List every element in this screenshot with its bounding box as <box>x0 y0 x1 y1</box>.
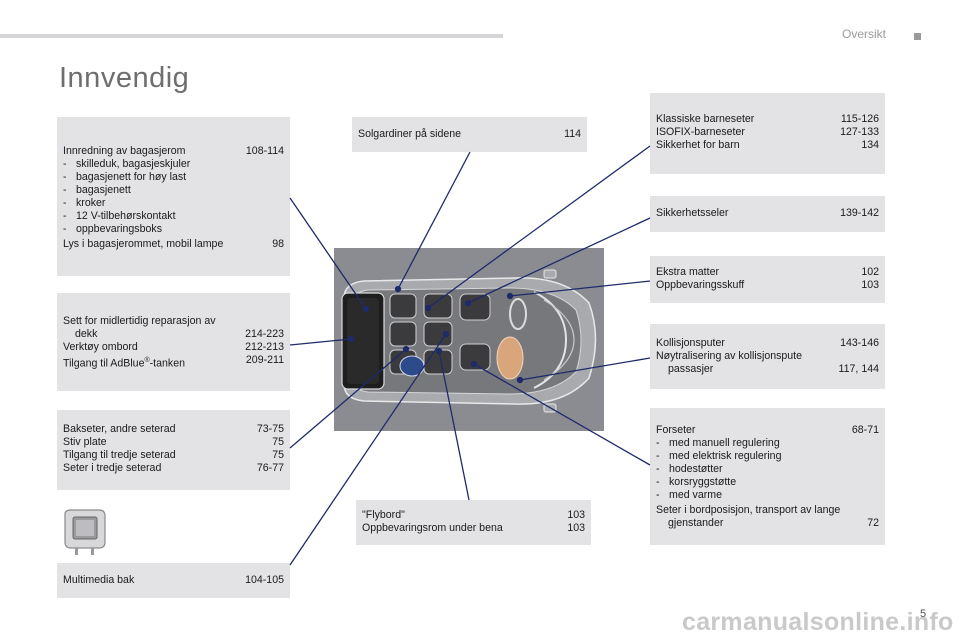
bordposisjon-label-cont: gjenstander <box>668 517 724 529</box>
tredje-seter-pages: 76-77 <box>256 462 284 474</box>
page-number: 5 <box>920 608 927 620</box>
box-matter: Ekstra matter 102 Oppbevaringsskuff 103 <box>650 256 885 303</box>
section-marker <box>914 33 921 40</box>
page-title: Innvendig <box>59 62 190 94</box>
adblue-label: Tilgang til AdBlue®-tanken <box>63 357 185 370</box>
isofix-pages: 127-133 <box>840 126 879 138</box>
flybord-label: "Flybord" <box>362 509 405 521</box>
box-barneseter: Klassiske barneseter 115-126 ISOFIX-barne… <box>650 93 885 174</box>
bagasje-item: skilleduk, bagasjeskjuler <box>76 158 191 170</box>
tredje-seter-label: Seter i tredje seterad <box>63 462 162 474</box>
bagasje-footer-pages: 98 <box>272 238 284 250</box>
kollisjonsputer-pages: 143-146 <box>840 337 879 349</box>
box-flybord: "Flybord" 103 Oppbevaringsrom under bena 1… <box>356 500 591 545</box>
bagasje-pages: 108-114 <box>245 145 284 157</box>
tredje-tilgang-pages: 75 <box>272 449 284 461</box>
sikkerhet-barn-label: Sikkerhet for barn <box>656 139 740 151</box>
bakseter-label: Bakseter, andre seterad <box>63 423 176 435</box>
noytralisering-label-cont: passasjer <box>668 363 714 375</box>
forseter-item: korsryggstøtte <box>669 476 737 488</box>
box-bakseter: Bakseter, andre seterad 73-75 Stiv plate 7… <box>57 410 290 490</box>
box-sikkerhetsseler: Sikkerhetsseler 139-142 <box>650 196 885 232</box>
solgardiner-label: Solgardiner på sidene <box>358 128 462 140</box>
verktoy-label: Verktøy ombord <box>63 341 138 353</box>
header-bar <box>0 34 503 38</box>
box-solgardiner: Solgardiner på sidene 114 <box>352 117 587 152</box>
bagasje-title: Innredning av bagasjerom <box>63 145 186 157</box>
bagasje-item: kroker <box>76 197 106 209</box>
multimedia-label: Multimedia bak <box>63 574 135 586</box>
isofix-label: ISOFIX-barneseter <box>656 126 745 138</box>
box-multimedia: Multimedia bak 104-105 <box>57 563 290 598</box>
stiv-plate-pages: 75 <box>272 436 284 448</box>
adblue-pages: 209-211 <box>245 354 284 366</box>
flybord-pages: 103 <box>567 509 585 521</box>
barneseter-label: Klassiske barneseter <box>656 113 755 125</box>
kollisjonsputer-label: Kollisjonsputer <box>656 337 725 349</box>
reparasjon-pages: 214-223 <box>245 328 284 340</box>
forseter-title: Forseter <box>656 424 696 436</box>
oppbevaringsskuff-label: Oppbevaringsskuff <box>656 279 745 291</box>
solgardiner-pages: 114 <box>564 128 581 140</box>
noytralisering-pages: 117, 144 <box>838 363 879 375</box>
bagasje-footer: Lys i bagasjerommet, mobil lampe <box>63 238 224 250</box>
forseter-item: med varme <box>669 489 722 501</box>
section-title: Oversikt <box>841 27 886 41</box>
sikkerhet-barn-pages: 134 <box>861 139 879 151</box>
sikkerhetsseler-pages: 139-142 <box>840 207 879 219</box>
oppbevaring-bena-label: Oppbevaringsrom under bena <box>362 522 503 534</box>
bordposisjon-pages: 72 <box>867 517 879 529</box>
noytralisering-label: Nøytralisering av kollisjonspute <box>656 350 803 362</box>
multimedia-pages: 104-105 <box>245 574 284 586</box>
stiv-plate-label: Stiv plate <box>63 436 107 448</box>
forseter-item: hodestøtter <box>669 463 723 475</box>
watermark: carmanualsonline.info <box>682 608 954 636</box>
reparasjon-line2: dekk <box>75 328 98 340</box>
bagasje-item: oppbevaringsboks <box>76 223 162 235</box>
box-reparasjon: Sett for midlertidig reparasjon av dekk 2… <box>57 293 290 391</box>
reparasjon-line1: Sett for midlertidig reparasjon av <box>63 315 216 327</box>
bagasje-item: bagasjenett <box>76 184 131 196</box>
bagasje-item: 12 V-tilbehørskontakt <box>76 210 176 222</box>
car-interior-illustration <box>334 248 604 431</box>
multimedia-screen-image <box>64 509 106 555</box>
verktoy-pages: 212-213 <box>245 341 284 353</box>
oppbevaringsskuff-pages: 103 <box>861 279 879 291</box>
oppbevaring-bena-pages: 103 <box>567 522 585 534</box>
box-kollisjonsputer: Kollisjonsputer 143-146 Nøytralisering av… <box>650 324 885 389</box>
forseter-pages: 68-71 <box>851 424 879 436</box>
forseter-item: med manuell regulering <box>669 437 780 449</box>
bakseter-pages: 73-75 <box>256 423 284 435</box>
matter-label: Ekstra matter <box>656 266 719 278</box>
forseter-item: med elektrisk regulering <box>669 450 782 462</box>
sikkerhetsseler-label: Sikkerhetsseler <box>656 207 729 219</box>
matter-pages: 102 <box>861 266 879 278</box>
barneseter-pages: 115-126 <box>840 113 879 125</box>
bagasje-item: bagasjenett for høy last <box>76 171 187 183</box>
tredje-tilgang-label: Tilgang til tredje seterad <box>63 449 176 461</box>
bordposisjon-label: Seter i bordposisjon, transport av lange <box>656 504 841 516</box>
